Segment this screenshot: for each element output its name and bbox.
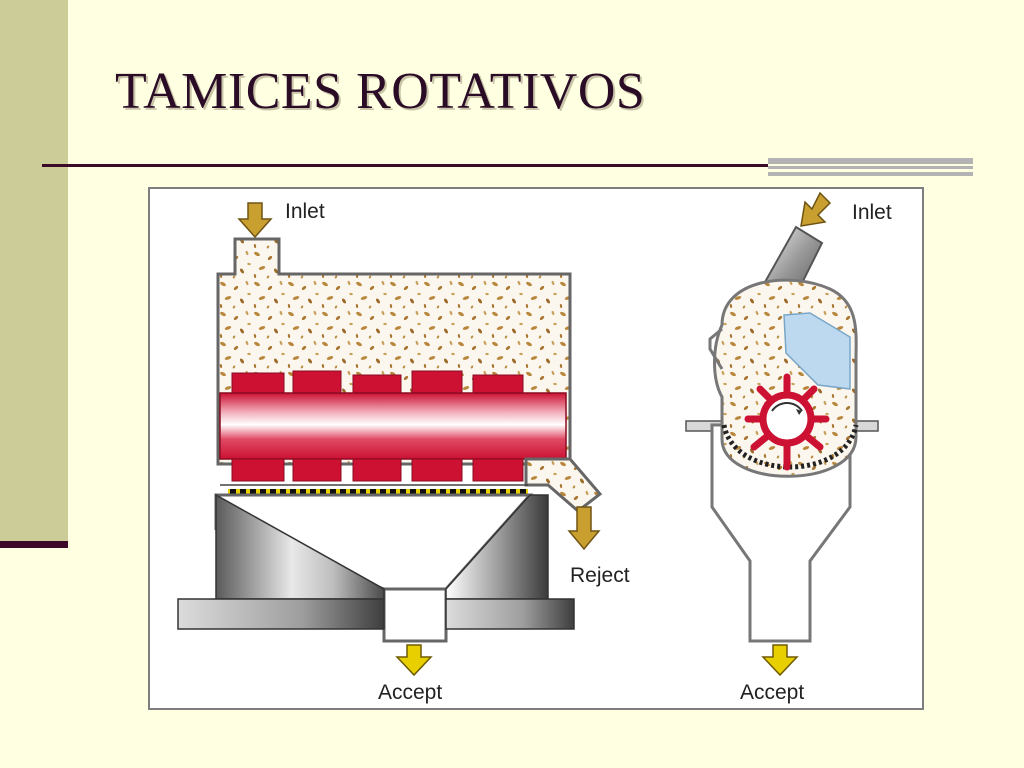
reject-label: Reject: [570, 564, 630, 587]
left-decorative-bar: [0, 0, 68, 545]
rotor-blades-top: [231, 370, 524, 396]
right-accept-label: Accept: [740, 681, 804, 704]
rotor-blades-bottom: [231, 458, 524, 482]
screen-basket: [228, 489, 528, 495]
right-inlet-arrow-icon: [800, 191, 832, 227]
title-rule-grey-stripe: [768, 172, 973, 176]
left-inlet-arrow-icon: [237, 202, 273, 239]
rotor-drum: [219, 392, 567, 460]
right-accept-arrow-icon: [761, 644, 799, 677]
rotary-screen-diagram: Inlet: [148, 187, 924, 710]
title-rule: [42, 164, 768, 167]
horizontal-rotary-screen: Inlet: [177, 200, 630, 704]
title-rule-grey-stripe: [768, 166, 973, 169]
left-accept-arrow-icon: [395, 644, 433, 677]
left-inlet-label: Inlet: [285, 200, 325, 223]
right-inlet-label: Inlet: [852, 201, 892, 224]
cylindrical-rotary-screen: Inlet Accept: [685, 191, 892, 704]
left-bar-accent-line: [0, 541, 68, 548]
slide-title: TAMICES ROTATIVOS: [115, 63, 646, 120]
left-accept-label: Accept: [378, 681, 442, 704]
title-rule-grey-stripe: [768, 158, 973, 164]
reject-arrow-icon: [567, 506, 601, 551]
